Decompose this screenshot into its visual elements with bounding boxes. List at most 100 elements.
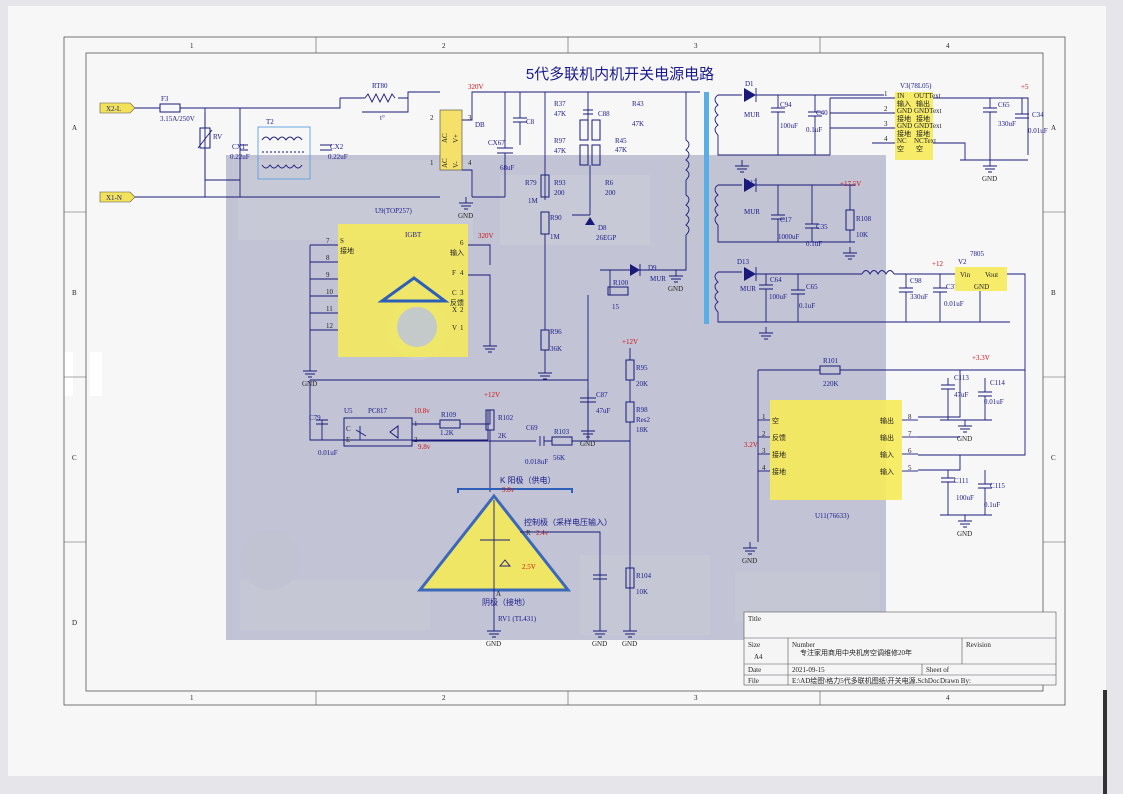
svg-text:专注家用商用中央机房空调维修20年: 专注家用商用中央机房空调维修20年 [800, 648, 912, 657]
svg-text:GND: GND [957, 435, 972, 443]
svg-text:1: 1 [430, 159, 434, 167]
svg-text:20K: 20K [636, 380, 648, 388]
svg-text:200: 200 [605, 189, 616, 197]
u9-pin-10: 10 [326, 288, 334, 296]
ground-symbol: GND [742, 542, 757, 565]
ground-symbol: GND [668, 270, 683, 293]
svg-text:A: A [496, 590, 501, 598]
svg-text:Vout: Vout [985, 271, 998, 279]
border-row-C: C [72, 454, 77, 462]
svg-text:GND: GND [982, 175, 997, 183]
svg-text:R102: R102 [498, 414, 514, 422]
svg-text:U11(76633): U11(76633) [815, 512, 850, 520]
v2-7805-regulator [955, 267, 1007, 291]
svg-text:200: 200 [554, 189, 565, 197]
u9-pin-1: 1 [460, 324, 464, 332]
svg-text:9.8v: 9.8v [418, 443, 431, 451]
svg-text:9.8v: 9.8v [502, 486, 515, 494]
primary-section: CX67 68uF C8 R37 47K R97 47K C88 R43 47K… [302, 92, 709, 440]
svg-text:NC: NC [897, 137, 907, 145]
svg-text:0.01uF: 0.01uF [318, 449, 338, 457]
svg-text:47K: 47K [615, 146, 627, 154]
u11-regulator-ic [770, 400, 902, 500]
svg-text:R98: R98 [636, 406, 648, 414]
svg-text:0.01uF: 0.01uF [944, 300, 964, 308]
svg-text:47K: 47K [554, 147, 566, 155]
svg-text:10K: 10K [856, 231, 868, 239]
ground-symbol: GND [592, 625, 607, 648]
ground-symbol: GND [957, 420, 972, 443]
svg-text:AC: AC [441, 133, 449, 143]
svg-text:C40: C40 [816, 109, 828, 117]
svg-text:0.1uF: 0.1uF [984, 501, 1000, 509]
ground-symbol [843, 247, 857, 260]
svg-text:V-: V- [452, 161, 460, 168]
border-col-bottom-4: 4 [946, 694, 950, 702]
v3-pin-2: 2 [884, 105, 888, 113]
svg-text:0.1uF: 0.1uF [806, 240, 822, 248]
svg-text:E:\AD绘图\格力5代多联机图纸\开关电源.SchDoc: E:\AD绘图\格力5代多联机图纸\开关电源.SchDoc [792, 676, 940, 685]
svg-text:47uF: 47uF [596, 407, 611, 415]
svg-text:GND: GND [592, 640, 607, 648]
svg-text:F3: F3 [161, 95, 169, 103]
input-emi-section: X2-L X1-N F3 3.15A/250V RV CX1 0.22uF T2… [99, 82, 700, 203]
u11-pin-6: 6 [908, 447, 912, 455]
terminal-n [99, 191, 136, 203]
svg-text:Vin: Vin [960, 271, 971, 279]
title-block: Title Size A4 Number 专注家用商用中央机房空调维修20年 R… [743, 611, 1057, 686]
svg-text:2: 2 [414, 436, 418, 444]
svg-text:R109: R109 [441, 411, 457, 419]
svg-text:47K: 47K [554, 110, 566, 118]
svg-text:OUTText: OUTText [914, 92, 941, 100]
svg-text:3: 3 [468, 114, 472, 122]
svg-text:C17: C17 [780, 216, 792, 224]
u11-pin-2: 2 [762, 430, 766, 438]
svg-text:+17.5V: +17.5V [840, 180, 861, 188]
u9-triangle-symbol [377, 276, 450, 303]
ground-symbol: GND [982, 160, 997, 183]
svg-text:PC817: PC817 [368, 407, 388, 415]
svg-text:R45: R45 [615, 137, 627, 145]
svg-text:100uF: 100uF [956, 494, 974, 502]
svg-text:GND: GND [486, 640, 501, 648]
svg-text:F: F [452, 269, 456, 277]
svg-text:C88: C88 [598, 110, 610, 118]
u9-pin-2: 2 [460, 306, 464, 314]
svg-text:+12V: +12V [484, 391, 500, 399]
v3-pin-4: 4 [884, 135, 888, 143]
svg-text:GNDText: GNDText [914, 107, 942, 115]
svg-text:R: R [526, 529, 531, 537]
svg-text:R97: R97 [554, 137, 566, 145]
svg-text:R6: R6 [605, 179, 614, 187]
svg-text:C: C [452, 289, 457, 297]
u9-pin-11: 11 [326, 305, 333, 313]
u11-pin-5: 5 [908, 464, 912, 472]
svg-text:C35: C35 [816, 223, 828, 231]
svg-text:C111: C111 [954, 477, 969, 485]
u9-pin-8: 8 [326, 254, 330, 262]
svg-text:MUR: MUR [744, 111, 760, 119]
svg-text:+5: +5 [1021, 83, 1029, 91]
svg-text:AC: AC [441, 158, 449, 168]
svg-text:1000uF: 1000uF [778, 233, 800, 241]
svg-text:V: V [452, 324, 457, 332]
svg-text:GND: GND [580, 440, 595, 448]
svg-text:47uF: 47uF [954, 391, 969, 399]
svg-text:接地: 接地 [897, 114, 911, 123]
svg-text:R108: R108 [856, 215, 872, 223]
border-row-right-C: C [1051, 454, 1056, 462]
svg-text:CX2: CX2 [330, 143, 344, 151]
svg-text:0.018uF: 0.018uF [525, 458, 548, 466]
terminal-l-label: X2-L [106, 105, 121, 113]
svg-text:GND: GND [742, 557, 757, 565]
svg-text:0.01uF: 0.01uF [1028, 127, 1048, 135]
svg-text:IGBT: IGBT [405, 231, 422, 239]
svg-text:+3.3V: +3.3V [972, 354, 990, 362]
svg-text:Drawn By:: Drawn By: [940, 677, 971, 685]
bridge-rectifier-db [439, 109, 463, 171]
svg-text:空: 空 [772, 416, 779, 425]
svg-text:输入: 输入 [880, 467, 894, 476]
svg-text:36K: 36K [550, 345, 562, 353]
svg-text:68uF: 68uF [500, 164, 515, 172]
svg-text:220K: 220K [823, 380, 839, 388]
